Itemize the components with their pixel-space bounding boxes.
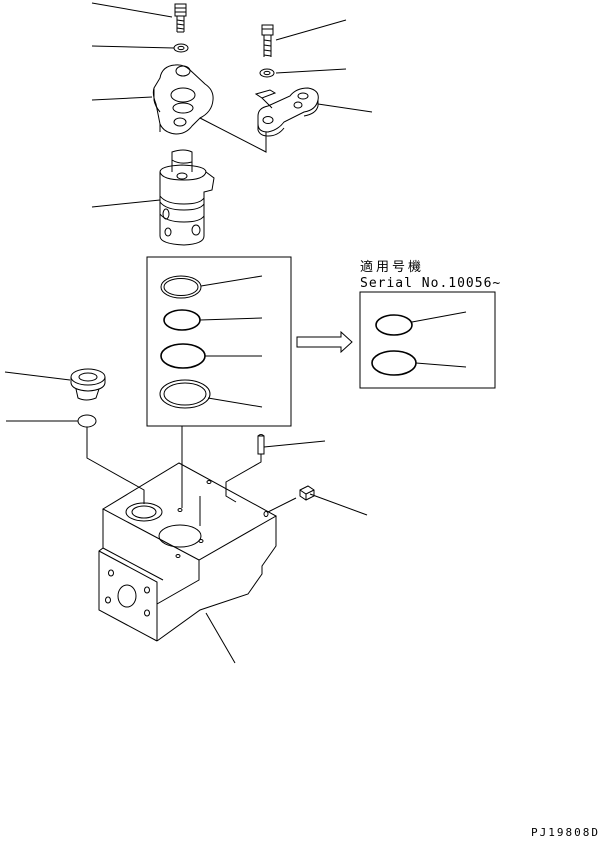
flange-left bbox=[152, 64, 214, 135]
o-ring-3 bbox=[160, 343, 206, 369]
leader-o-ring-4 bbox=[207, 397, 263, 408]
guide-line-pin bbox=[225, 454, 262, 503]
applicability-heading: 適用号機 bbox=[360, 259, 424, 275]
leader-flange bbox=[91, 96, 153, 101]
guide-line-plug bbox=[86, 427, 145, 504]
leader-new-o-ring-1 bbox=[411, 311, 467, 323]
valve-cartridge bbox=[159, 149, 215, 246]
replacement-seal-box bbox=[359, 291, 496, 389]
bolt-right bbox=[261, 24, 274, 57]
leader-bolt-left bbox=[91, 2, 173, 18]
leader-clamp bbox=[317, 103, 373, 113]
seal-kit-box bbox=[146, 256, 292, 427]
leader-shared-group bbox=[199, 117, 267, 153]
new-o-ring-2 bbox=[371, 350, 417, 376]
o-ring-2 bbox=[163, 309, 201, 331]
leader-pin bbox=[263, 440, 326, 448]
drawing-code: PJ19808D bbox=[531, 826, 600, 839]
plug bbox=[70, 368, 106, 401]
plug-seal bbox=[77, 414, 97, 428]
o-ring-4 bbox=[159, 379, 211, 409]
valve-body bbox=[98, 462, 278, 642]
serial-number-note: Serial No.10056~ bbox=[360, 276, 501, 291]
leader-new-o-ring-2 bbox=[415, 362, 467, 368]
washer-left bbox=[173, 43, 189, 53]
leader-small-plug bbox=[309, 493, 368, 516]
leader-washer-left bbox=[91, 45, 175, 49]
leader-valve-body bbox=[205, 612, 236, 664]
leader-bolt-right bbox=[275, 19, 347, 41]
new-o-ring-1 bbox=[375, 314, 413, 336]
guide-line-small-plug bbox=[267, 497, 297, 513]
leader-o-ring-2 bbox=[199, 317, 263, 321]
leader-o-ring-1 bbox=[200, 275, 263, 287]
leader-plug bbox=[4, 371, 71, 381]
dowel-pin bbox=[257, 434, 265, 455]
bolt-left bbox=[174, 3, 187, 33]
leader-washer-right bbox=[275, 68, 347, 74]
replacement-arrow bbox=[296, 330, 353, 354]
clamp-bracket bbox=[254, 87, 319, 137]
washer-right bbox=[259, 68, 275, 78]
leader-cartridge bbox=[91, 199, 161, 208]
small-plug bbox=[299, 485, 315, 501]
o-ring-1 bbox=[160, 275, 202, 299]
